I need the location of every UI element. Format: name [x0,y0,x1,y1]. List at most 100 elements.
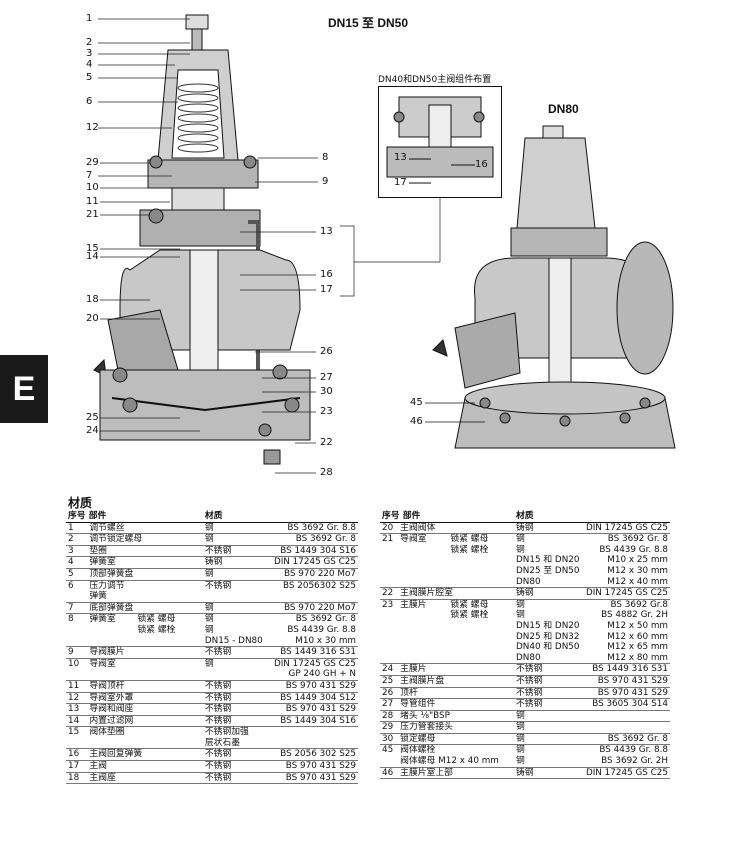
header-no: 序号 [68,511,86,521]
row-number: 27 [380,698,399,711]
row-number: 46 [380,767,399,780]
row-spec: BS 2056 302 S25 [264,748,358,762]
row-material: 铸钢 [202,556,265,569]
section-tab: E [0,355,48,423]
callout-13: 13 [320,226,333,237]
row-material: 不锈钢 [202,772,265,785]
row-subpart: 锁紧 螺母锁紧 螺栓 [135,613,203,648]
row-part: 主阀 [87,760,203,773]
inset-title: DN40和DN50主阀组件布置 [378,75,492,85]
row-spec: BS 2056302 S25 [264,580,358,603]
row-spec: BS 1449 304 S16 [264,545,358,558]
row-number: 14 [66,715,88,728]
row-part: 锁定螺母 [398,733,514,746]
row-spec: BS 1449 304 S16 [264,715,358,728]
main-drawing-title: DN15 至 DN50 [328,16,409,30]
callout-15: 15 [86,243,99,254]
row-material: 钢 [514,721,582,734]
row-part: 导阀膜片 [87,646,203,659]
row-number: 28 [380,710,399,723]
valve-sectional-drawing [93,14,311,465]
callout-28: 28 [320,467,333,478]
row-spec: BS 970 431 S29 [264,760,358,773]
row-part: 导阀和阀座 [87,703,203,716]
callout-30: 30 [320,386,333,397]
row-number: 5 [66,568,88,581]
row-spec [264,726,358,750]
callout-17: 17 [320,284,333,295]
row-part: 导阀室 [87,658,203,681]
row-material: 不锈钢 [514,663,582,676]
row-part: 压力管套接头 [398,721,514,734]
callout-10: 10 [86,182,99,193]
header-part: 部件 [402,511,421,521]
row-material: 钢 [202,658,265,681]
row-material: 钢 [202,522,265,535]
row-spec: BS 3692 Gr. 8 [264,533,358,546]
row-spec: BS 3692 Gr. 8 [581,733,670,746]
row-number: 4 [66,556,88,569]
row-part: 主阀膜片盘 [398,675,514,688]
row-number: 25 [380,675,399,688]
callout-1: 1 [86,13,93,24]
row-part: 阀体螺栓阀体螺母 M12 x 40 mm [398,744,514,768]
row-part: 内置过滤网 [87,715,203,728]
row-spec: BS 1449 316 S31 [264,646,358,659]
row-part: 顶部弹簧盘 [87,568,203,581]
row-spec [581,710,670,723]
row-number: 6 [66,580,88,603]
callout-6: 6 [86,96,93,107]
dn80-title: DN80 [548,102,579,116]
row-number: 23 [380,599,399,665]
row-spec: BS 970 431 S29 [264,772,358,785]
row-part: 导阀室外罩 [87,692,203,705]
row-spec: DIN 17245 GS C25 [264,556,358,569]
row-part: 弹簧室 [87,556,203,569]
callout-11: 11 [86,196,99,207]
row-spec: DIN 17245 GS C25 [581,767,670,780]
row-spec: BS 970 431 S29 [264,680,358,693]
row-number: 18 [66,772,88,785]
row-material: 不锈钢 [514,687,582,700]
row-material: 钢 [202,568,265,581]
header-material: 材质 [202,511,358,523]
row-number: 24 [380,663,399,676]
row-material: 不锈钢 [514,698,582,711]
dn80-callout-46: 46 [410,416,423,427]
row-material: 钢 [202,602,265,615]
row-part: 顶杆 [398,687,514,700]
row-part: 主膜片室上部 [398,767,514,780]
header-material: 材质 [514,511,670,523]
callout-4: 4 [86,59,93,70]
row-part: 弹簧室 [87,613,136,648]
row-material: 钢 [514,710,582,723]
row-material: 铸钢 [514,587,582,600]
row-spec: BS 3692 Gr. 8.8 [264,522,358,535]
row-part: 堵头 ⅛"BSP [398,710,514,723]
callout-5: 5 [86,72,93,83]
row-number: 9 [66,646,88,659]
row-part: 主阀回复弹簧 [87,748,203,762]
